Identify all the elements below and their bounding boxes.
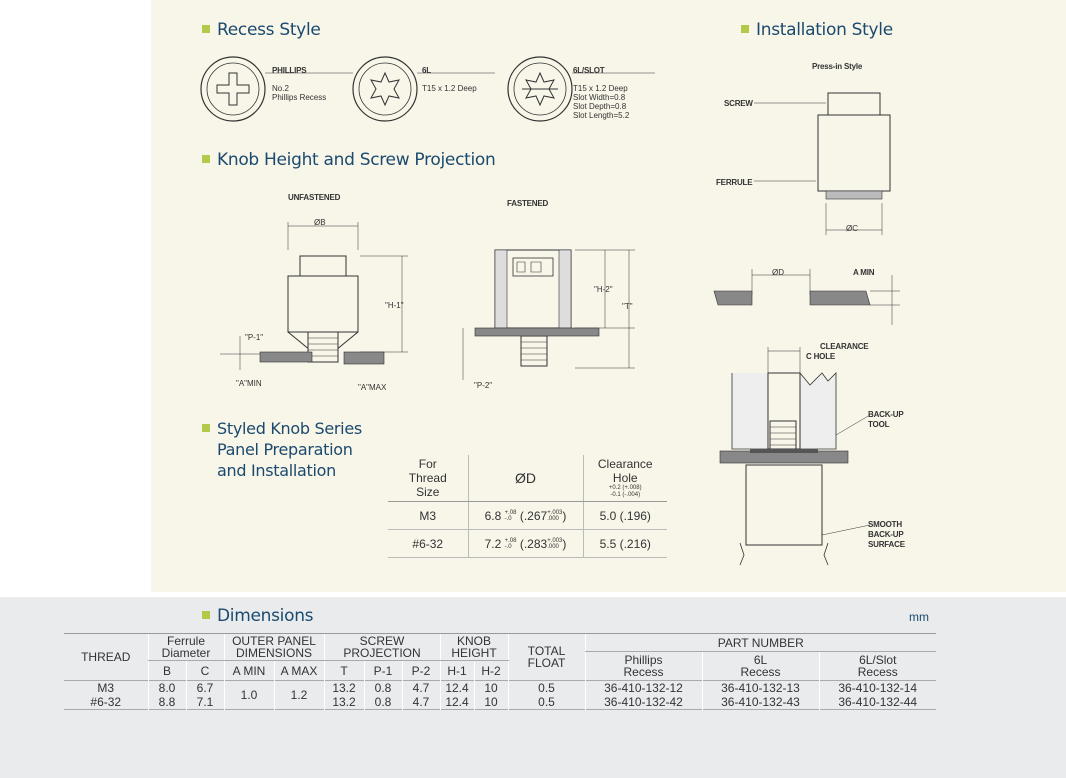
installation-style-heading: Installation Style [741, 20, 893, 41]
recess-style-heading: Recess Style [202, 20, 321, 41]
dim-header-row-3: B C A MIN A MAX T P-1 P-2 H-1 H-2 [64, 660, 936, 681]
amin-label: "A"MIN [236, 379, 262, 388]
clearance-label: CLEARANCE [820, 342, 869, 351]
h1-dimension-label: "H-1" [385, 301, 404, 310]
bullet-icon [741, 25, 749, 33]
table-row: #6-32 7.2 +.08-.0 (.283+.003.000) 5.5 (.… [388, 529, 667, 558]
table-row: #6-32 8.8 7.1 13.2 0.8 4.7 12.4 10 0.5 3… [64, 695, 936, 710]
header-thread: THREAD [64, 633, 148, 681]
fastened-label: FASTENED [507, 199, 549, 208]
prep-header-d: ØD [467, 455, 583, 502]
knob-height-heading: Knob Height and Screw Projection [202, 150, 496, 171]
6l-recess-icon [352, 56, 495, 122]
p1-dimension-label: "P-1" [245, 333, 264, 342]
6l-slot-spec-4: Slot Length=5.2 [573, 111, 630, 120]
panel-prep-heading: Styled Knob Series Panel Preparation and… [202, 418, 362, 481]
unfastened-knob-drawing [220, 222, 408, 370]
smooth-label: SMOOTH [868, 520, 902, 529]
bullet-icon [202, 25, 210, 33]
phillips-label: PHILLIPS [272, 66, 307, 75]
b-dimension-label: ØB [314, 218, 326, 227]
ferrule-label: FERRULE [716, 178, 753, 187]
6l-slot-spec-3: Slot Depth=0.8 [573, 102, 627, 111]
dimensions-heading: Dimensions [202, 606, 314, 627]
phillips-spec-1: No.2 [272, 84, 289, 93]
backup-surface-label-2: SURFACE [868, 540, 905, 549]
p2-dimension-label: "P-2" [474, 381, 493, 390]
h2-dimension-label: "H-2" [594, 285, 613, 294]
bullet-icon [202, 611, 210, 619]
header-part-number: PART NUMBER [584, 633, 936, 652]
screw-label: SCREW [724, 99, 753, 108]
fastened-knob-drawing [462, 249, 635, 380]
d-cell: 6.8 +.08-.0 (.267+.003.000) [467, 501, 583, 530]
backup-surface-label-1: BACK-UP [868, 530, 904, 539]
phillips-spec-2: Phillips Recess [272, 93, 327, 102]
6l-slot-recess-icon [507, 56, 655, 122]
table-row: M3 6.8 +.08-.0 (.267+.003.000) 5.0 (.196… [388, 501, 667, 530]
bullet-icon [202, 155, 210, 163]
installation-drawings [713, 92, 900, 566]
press-in-label: Press-in Style [812, 62, 863, 71]
amax-shared-cell: 1.2 [273, 680, 324, 710]
unit-label: mm [909, 610, 929, 624]
6l-slot-spec-2: Slot Width=0.8 [573, 93, 626, 102]
table-row: M3 8.0 6.7 1.0 1.2 13.2 0.8 4.7 12.4 10 … [64, 680, 936, 710]
d-cell: 7.2 +.08-.0 (.283+.003.000) [467, 529, 583, 558]
recess-style-drawings [200, 56, 655, 122]
6l-spec-1: T15 x 1.2 Deep [422, 84, 477, 93]
bullet-icon [202, 424, 210, 432]
d-dimension-label: ØD [772, 268, 784, 277]
t-dimension-label: "T" [622, 302, 633, 311]
6l-slot-spec-1: T15 x 1.2 Deep [573, 84, 628, 93]
6l-label: 6L [422, 66, 431, 75]
amin-shared-cell: 1.0 [223, 680, 274, 710]
a-min-label: A MIN [853, 268, 875, 277]
backup-tool-label-2: TOOL [868, 420, 890, 429]
phillips-recess-icon [200, 56, 353, 122]
c-dimension-label: ØC [846, 224, 858, 233]
amax-label: "A"MAX [358, 383, 387, 392]
unfastened-label: UNFASTENED [288, 193, 341, 202]
6l-slot-label: 6L/SLOT [573, 66, 605, 75]
c-hole-label: C HOLE [806, 352, 836, 361]
backup-tool-label-1: BACK-UP [868, 410, 904, 419]
